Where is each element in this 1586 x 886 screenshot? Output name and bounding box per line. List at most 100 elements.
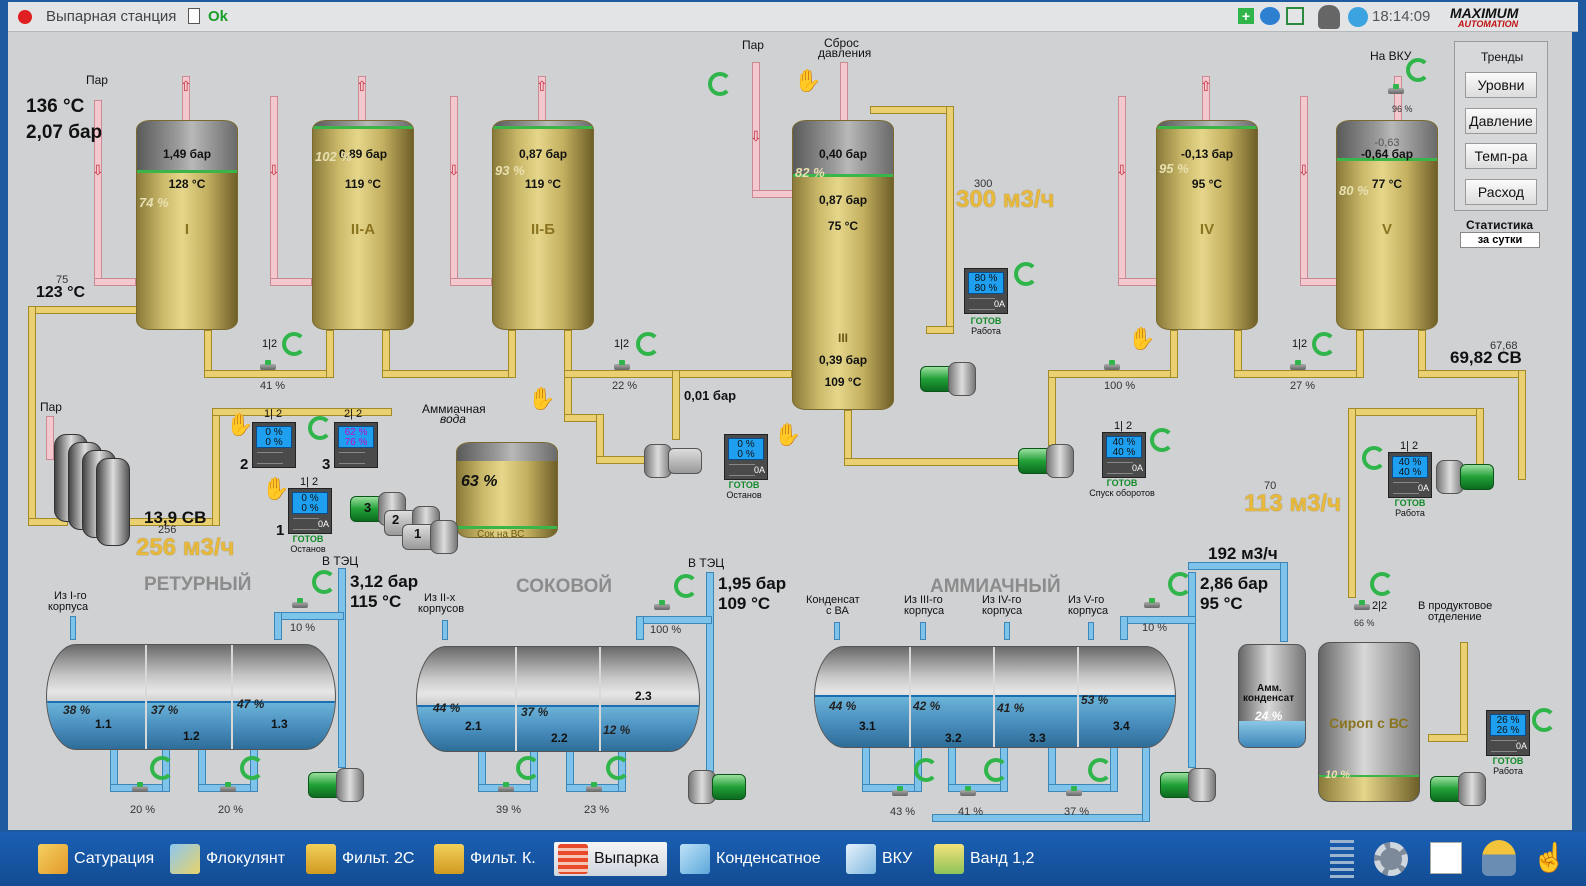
valve-ammonia-b[interactable] (960, 786, 976, 798)
close-icon[interactable] (18, 10, 32, 24)
touch-hand-icon[interactable]: ☝ (1532, 842, 1567, 873)
trend-flow-button[interactable]: Расход (1465, 179, 1537, 205)
tab-flocculant[interactable]: Флокулянт (166, 842, 293, 876)
manual-hand-icon[interactable]: ✋ (1128, 326, 1156, 351)
tab-vku[interactable]: ВКУ (842, 842, 920, 876)
refresh-icon[interactable] (1362, 446, 1386, 470)
stats-daily-button[interactable]: за сутки (1460, 232, 1540, 248)
refresh-icon[interactable] (282, 332, 306, 356)
manual-hand-icon[interactable]: ✋ (774, 422, 802, 447)
ammonia-condensate-tank[interactable]: Амм. конденсат 24 % (1238, 644, 1306, 748)
engineer-icon[interactable] (1482, 840, 1516, 876)
refresh-icon[interactable] (914, 758, 938, 782)
chat-icon[interactable] (1260, 7, 1280, 25)
refresh-icon[interactable] (606, 756, 630, 780)
refresh-icon[interactable] (1088, 758, 1112, 782)
valve-body2b[interactable] (614, 360, 630, 372)
trend-temp-button[interactable]: Темп-ра (1465, 143, 1537, 169)
manual-hand-icon[interactable]: ✋ (262, 476, 290, 501)
control-panel-3[interactable]: 0 %0 % 0A (288, 488, 332, 534)
body-II-A[interactable]: 0,89 бар 119 °C 102 % II-A (312, 120, 414, 330)
tab-evaporation[interactable]: Выпарка (554, 842, 667, 876)
valve-ammonia-c[interactable] (1066, 786, 1082, 798)
body-IV[interactable]: -0,13 бар 95 °C 95 % IV (1156, 120, 1258, 330)
valve-syrup[interactable] (1354, 600, 1370, 612)
tab-vand[interactable]: Ванд 1,2 (930, 842, 1042, 876)
control-panel-4[interactable]: 0 %0 % 0A (724, 434, 768, 480)
refresh-icon[interactable] (1312, 332, 1336, 356)
valve-juice-b[interactable] (586, 782, 602, 794)
pump[interactable] (644, 444, 702, 478)
refresh-icon[interactable] (1150, 428, 1174, 452)
return-collector[interactable]: 38 % 37 % 47 % 1.1 1.2 1.3 (46, 644, 336, 750)
manual-hand-icon[interactable]: ✋ (226, 412, 254, 437)
valve-body5[interactable] (1290, 360, 1306, 372)
body-III[interactable]: 0,40 бар 82 % 0,87 бар 75 °C III 0,39 ба… (792, 120, 894, 410)
control-panel-6[interactable]: 40 %40 % 0A (1102, 432, 1146, 478)
refresh-icon[interactable] (516, 756, 540, 780)
pump[interactable] (1436, 460, 1494, 494)
heater-bank[interactable] (54, 434, 134, 546)
add-icon[interactable]: + (1238, 8, 1254, 24)
valve-juice[interactable] (654, 600, 670, 612)
manual-hand-icon[interactable]: ✋ (794, 68, 822, 93)
network-icon[interactable] (1286, 7, 1304, 25)
valve-ammonia-a[interactable] (892, 786, 908, 798)
refresh-icon[interactable] (312, 570, 336, 594)
refresh-icon[interactable] (1014, 262, 1038, 286)
juice-collector[interactable]: 44 % 37 % 12 % 2.1 2.2 2.3 (416, 646, 700, 752)
tab-saturation[interactable]: Сатурация (34, 842, 162, 876)
ammonia-tank[interactable]: 63 % Сок на ВС (456, 442, 558, 538)
evaporation-icon (558, 844, 588, 874)
user-icon[interactable] (1318, 5, 1340, 29)
syrup-tank[interactable]: Сироп с ВС 10 % (1318, 642, 1420, 802)
control-panel-5[interactable]: 80 %80 % 0A (964, 268, 1008, 314)
inlet-temp: 136 °C (26, 96, 85, 117)
refresh-icon[interactable] (1168, 572, 1192, 596)
control-panel-2[interactable]: 62 %76 % (334, 422, 378, 468)
refresh-icon[interactable] (636, 332, 660, 356)
pump[interactable] (1160, 768, 1216, 802)
pump[interactable] (1018, 444, 1074, 478)
menu-list-icon[interactable] (1330, 840, 1354, 878)
control-panel-7[interactable]: 40 %40 % 0A (1388, 452, 1432, 498)
tab-filter-2c[interactable]: Фильт. 2С (302, 842, 422, 876)
ammonia-collector[interactable]: 44 % 42 % 41 % 53 % 3.1 3.2 3.3 3.4 (814, 646, 1176, 748)
valve-body1[interactable] (260, 360, 276, 372)
manual-hand-icon[interactable]: ✋ (528, 386, 556, 411)
control-panel-8[interactable]: 26 %26 % 0A (1486, 710, 1530, 756)
valve-return-b[interactable] (220, 782, 236, 794)
refresh-icon[interactable] (240, 756, 264, 780)
pump[interactable] (308, 768, 364, 802)
pump[interactable] (402, 520, 458, 554)
valve-return-a[interactable] (132, 782, 148, 794)
trend-levels-button[interactable]: Уровни (1465, 72, 1537, 98)
settings-gear-icon[interactable] (1374, 842, 1408, 876)
valve-return[interactable] (292, 598, 308, 610)
control-panel-1[interactable]: 0 %0 % (252, 422, 296, 468)
pump[interactable] (920, 362, 976, 396)
pump[interactable] (350, 492, 406, 526)
valve-ammonia[interactable] (1144, 598, 1160, 610)
valve-vku[interactable] (1388, 84, 1404, 96)
refresh-icon[interactable] (708, 72, 732, 96)
tab-condensate[interactable]: Конденсатное (676, 842, 829, 876)
refresh-icon[interactable] (984, 758, 1008, 782)
valve-body4[interactable] (1104, 360, 1120, 372)
refresh-icon[interactable] (674, 574, 698, 598)
telegram-icon[interactable] (1348, 7, 1368, 27)
trend-pressure-button[interactable]: Давление (1465, 108, 1537, 134)
chart-icon[interactable] (1430, 842, 1462, 874)
pump[interactable] (688, 770, 746, 804)
refresh-icon[interactable] (1406, 58, 1430, 82)
refresh-icon[interactable] (1370, 572, 1394, 596)
valve-juice-a[interactable] (498, 782, 514, 794)
refresh-icon[interactable] (150, 756, 174, 780)
body-II-B[interactable]: 0,87 бар 119 °C 93 % II-Б (492, 120, 594, 330)
refresh-icon[interactable] (1532, 708, 1556, 732)
body-I[interactable]: 1,49 бар 128 °C 74 % I (136, 120, 238, 330)
tab-filter-k[interactable]: Фильт. К. (430, 842, 544, 876)
body-V[interactable]: -0,63 -0,64 бар 77 °C 80 % V (1336, 120, 1438, 330)
pump[interactable] (1430, 772, 1486, 806)
refresh-icon[interactable] (308, 416, 332, 440)
